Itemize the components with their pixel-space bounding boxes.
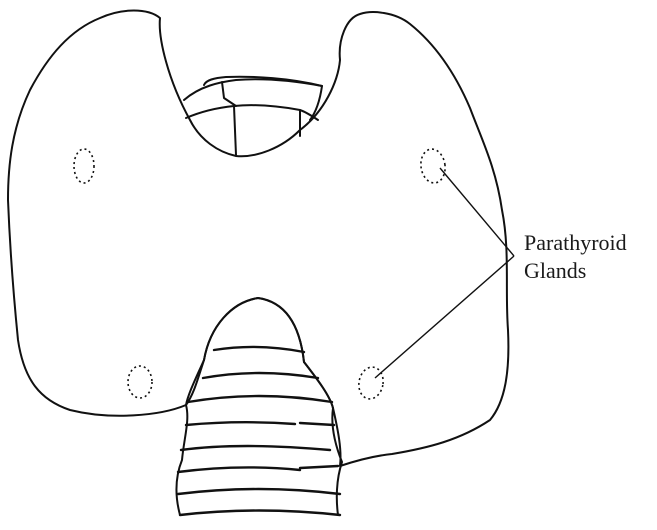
- trachea-ring: [203, 373, 318, 378]
- callout-leader-lower: [375, 256, 514, 378]
- callout-label-line2: Glands: [524, 258, 586, 283]
- parathyroid-gland-upper-left: [74, 149, 94, 183]
- parathyroid-gland-lower-left: [128, 366, 152, 398]
- callout-label-line1: Parathyroid: [524, 230, 627, 255]
- parathyroid-gland-upper-right: [419, 147, 447, 184]
- isthmus-detail: [184, 77, 322, 155]
- trachea: [177, 298, 343, 515]
- trachea-ring: [178, 467, 300, 472]
- trachea-ring: [180, 511, 340, 516]
- trachea-ring: [300, 423, 334, 425]
- trachea-ring: [214, 347, 304, 352]
- trachea-ring: [300, 466, 338, 468]
- trachea-ring: [178, 489, 340, 494]
- trachea-ring: [181, 446, 330, 450]
- trachea-ring: [188, 396, 332, 402]
- trachea-tip: [204, 298, 304, 362]
- trachea-ring: [186, 422, 295, 425]
- parathyroid-gland-lower-right: [356, 365, 385, 401]
